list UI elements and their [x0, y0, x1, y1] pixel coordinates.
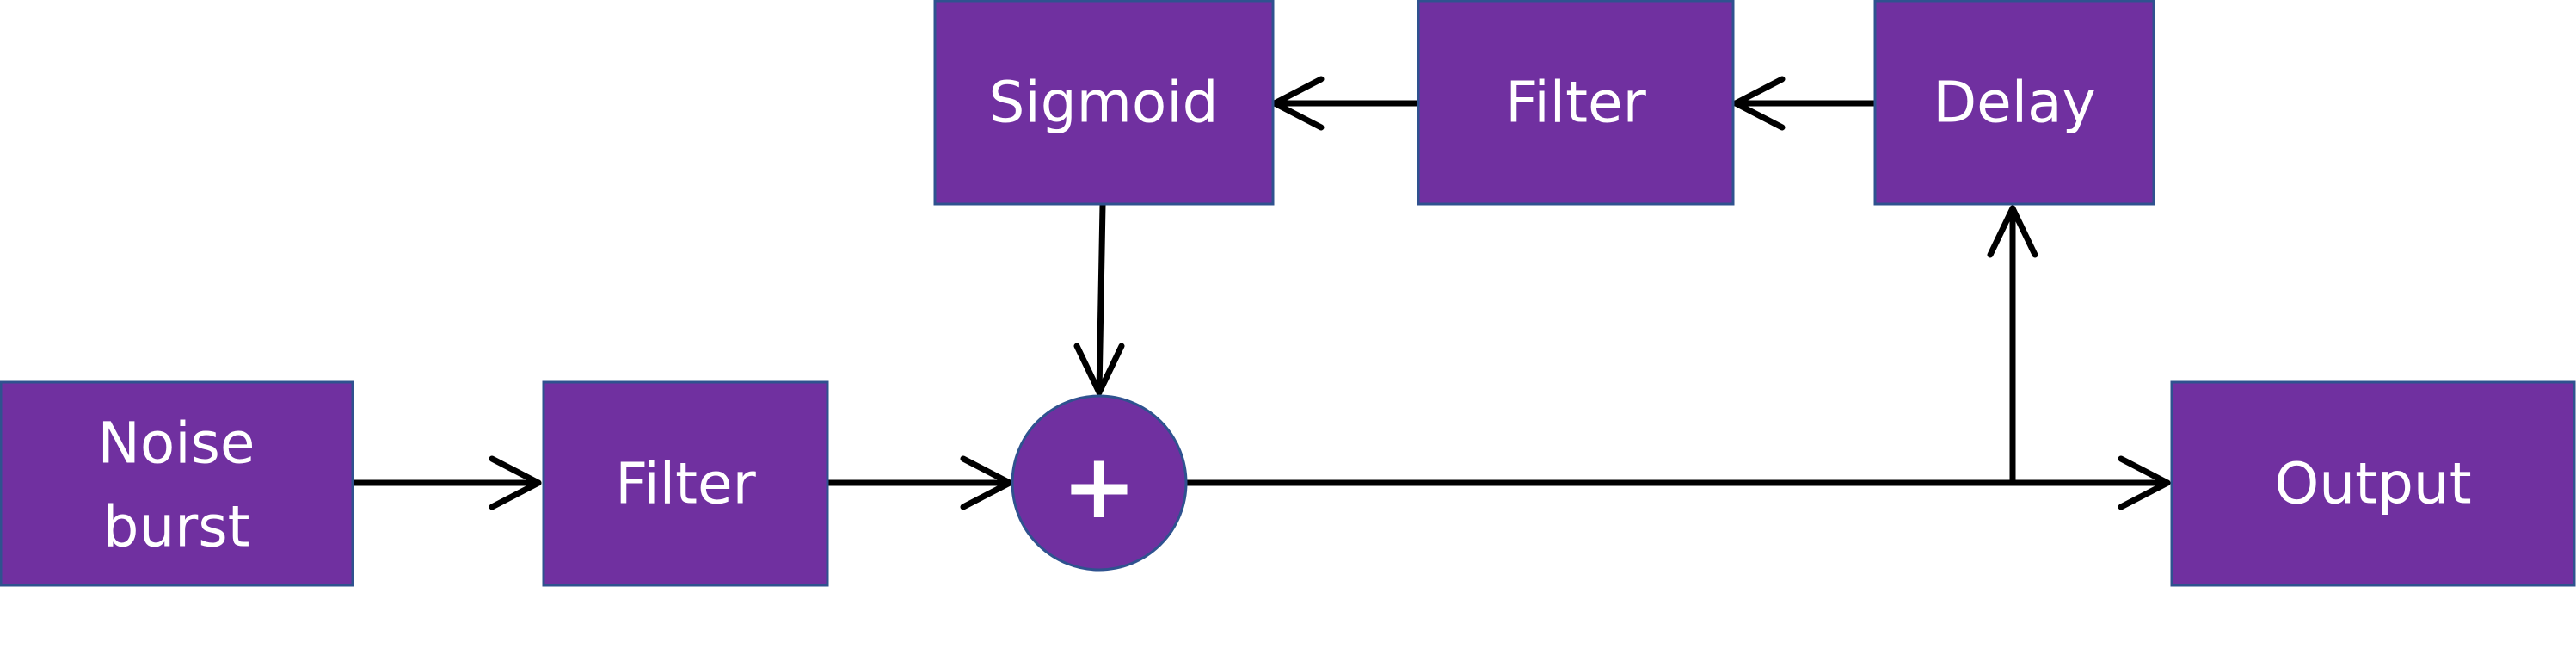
arrowhead-branch-to-delay: [1987, 205, 2038, 258]
arrowhead-noise-to-filter: [489, 455, 542, 510]
noise-burst-label-line2: burst: [102, 494, 249, 560]
summer-circle: [1011, 394, 1188, 572]
noise-burst-block: Noise burst: [0, 380, 354, 587]
noise-burst-box: [0, 380, 354, 587]
sigmoid-box: [933, 0, 1275, 206]
arrowhead-filter-to-summer: [960, 455, 1013, 510]
arrowhead-filter-to-sigmoid: [1271, 76, 1325, 131]
feedback-filter-label: Filter: [1505, 70, 1646, 136]
output-label: Output: [2274, 451, 2471, 517]
delay-block: Delay: [1873, 0, 2155, 206]
feedback-filter-block: Filter: [1417, 0, 1735, 206]
arrowhead-summer-to-output: [2118, 455, 2171, 510]
delay-box: [1873, 0, 2155, 206]
sigmoid-block: Sigmoid: [933, 0, 1275, 206]
feedback-filter-box: [1417, 0, 1735, 206]
filter-label: Filter: [615, 451, 756, 517]
sigmoid-label: Sigmoid: [988, 70, 1218, 136]
arrowhead-delay-to-filter: [1732, 76, 1786, 131]
output-block: Output: [2170, 380, 2576, 587]
filter-block: Filter: [542, 380, 829, 587]
noise-burst-label-line1: Noise: [97, 411, 255, 477]
summing-junction: +: [1011, 394, 1188, 572]
plus-icon: +: [1061, 434, 1136, 539]
arrowhead-sigmoid-to-summer: [1073, 343, 1125, 396]
output-box: [2170, 380, 2576, 587]
filter-box: [542, 380, 829, 587]
arrow-sigmoid-to-summer: [1096, 201, 1106, 396]
connections: [349, 76, 2171, 510]
delay-label: Delay: [1933, 70, 2095, 136]
